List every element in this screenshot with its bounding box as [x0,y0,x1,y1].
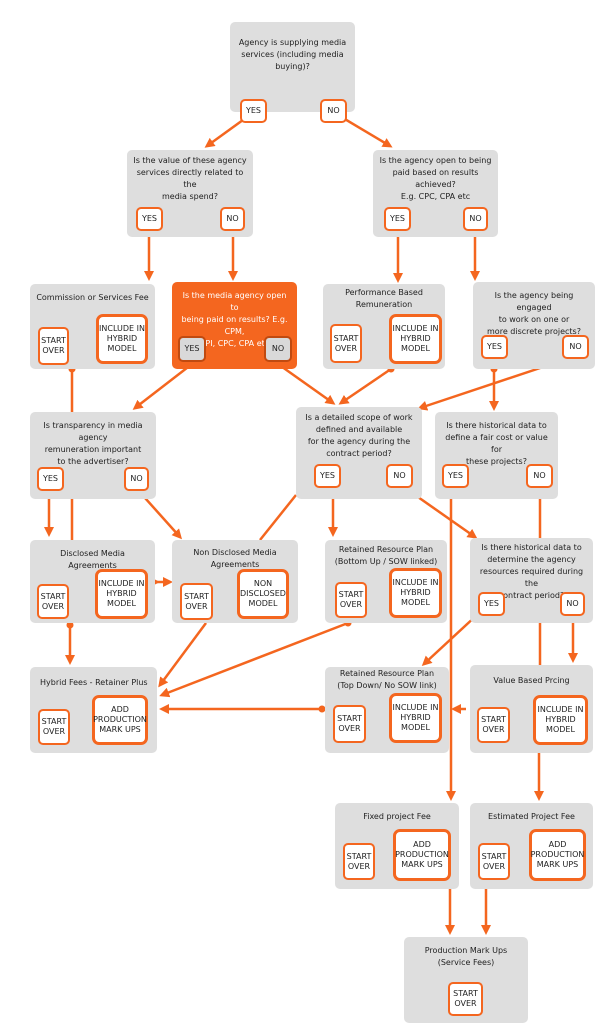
connector-arrow [338,367,392,405]
node-production-markups-title: Production Mark Ups (Service Fees) [424,946,508,967]
start-over-button[interactable]: START OVER [343,843,375,880]
node-hybrid-fees: Hybrid Fees - Retainer Plus START OVER A… [30,667,157,753]
node-supplying-title: Agency is supplying media services (incl… [238,38,347,71]
no-button[interactable]: NO [264,336,292,362]
add-production-markups-button[interactable]: ADD PRODUCTION MARK UPS [92,695,148,745]
yes-button[interactable]: YES [178,336,206,362]
node-performance: Performance Based Remuneration START OVE… [323,284,445,369]
connector-arrow [158,622,208,688]
node-estimated-project-title: Estimated Project Fee [488,812,575,821]
start-over-button[interactable]: START OVER [333,705,366,743]
node-transparency-title: Is transparency in media agency remunera… [43,421,143,466]
yes-button[interactable]: YES [240,99,267,123]
node-retained-top-down-title: Retained Resource Plan (Top Down/ No SOW… [337,669,437,690]
node-discrete-projects-title: Is the agency being engaged to work on o… [487,291,581,336]
node-historical-projects: Is there historical data to define a fai… [435,412,558,499]
no-button[interactable]: NO [124,467,149,491]
include-hybrid-button[interactable]: INCLUDE IN HYBRID MODEL [389,314,442,364]
node-hybrid-fees-title: Hybrid Fees - Retainer Plus [40,678,148,687]
no-button[interactable]: NO [526,464,553,488]
yes-button[interactable]: YES [136,207,163,231]
node-scope-title: Is a detailed scope of work defined and … [305,413,413,458]
node-disclosed-title: Disclosed Media Agreements [60,549,125,570]
no-button[interactable]: NO [386,464,413,488]
node-supplying: Agency is supplying media services (incl… [230,22,355,123]
node-paid-results-open-title: Is the agency open to being paid based o… [379,156,492,201]
connector-arrow [132,363,193,410]
yes-button[interactable]: YES [481,335,508,359]
add-production-markups-button[interactable]: ADD PRODUCTION MARK UPS [529,829,586,881]
node-fixed-project-title: Fixed project Fee [363,812,431,821]
node-historical-projects-title: Is there historical data to define a fai… [445,421,548,466]
node-paid-results-open: Is the agency open to being paid based o… [373,150,498,237]
no-button[interactable]: NO [220,207,245,231]
node-value-based-title: Value Based Prcing [493,676,570,685]
node-fixed-project: Fixed project Fee START OVER ADD PRODUCT… [335,803,459,889]
node-media-agency-results-title: Is the media agency open to being paid o… [181,291,288,348]
node-estimated-project: Estimated Project Fee START OVER ADD PRO… [470,803,593,889]
connector-dot [318,705,326,713]
node-non-disclosed: Non Disclosed Media Agreements START OVE… [172,540,298,623]
start-over-button[interactable]: START OVER [37,584,69,619]
start-over-button[interactable]: START OVER [448,982,483,1016]
node-commission-title: Commission or Services Fee [36,293,149,302]
node-commission: Commission or Services Fee START OVER IN… [30,284,155,369]
start-over-button[interactable]: START OVER [38,327,69,365]
node-value-related-title: Is the value of these agency services di… [133,156,247,201]
non-disclosed-model-button[interactable]: NON DISCLOSED MODEL [237,569,289,619]
start-over-button[interactable]: START OVER [477,707,510,743]
start-over-button[interactable]: START OVER [478,843,510,880]
include-hybrid-button[interactable]: INCLUDE IN HYBRID MODEL [389,568,442,618]
node-value-based: Value Based Prcing START OVER INCLUDE IN… [470,665,593,753]
connector-dot [66,621,74,629]
yes-button[interactable]: YES [442,464,469,488]
start-over-button[interactable]: START OVER [180,583,213,620]
connector-arrow [259,494,297,541]
node-scope: Is a detailed scope of work defined and … [296,407,422,499]
no-button[interactable]: NO [560,592,585,616]
include-hybrid-button[interactable]: INCLUDE IN HYBRID MODEL [96,314,148,364]
connector-arrow [277,362,336,405]
no-button[interactable]: NO [562,335,589,359]
yes-button[interactable]: YES [37,467,64,491]
node-retained-bottom-up: Retained Resource Plan (Bottom Up / SOW … [325,540,447,623]
start-over-button[interactable]: START OVER [330,324,362,363]
include-hybrid-button[interactable]: INCLUDE IN HYBRID MODEL [95,569,148,619]
node-transparency: Is transparency in media agency remunera… [30,412,156,499]
node-production-markups: Production Mark Ups (Service Fees) START… [404,937,528,1023]
no-button[interactable]: NO [320,99,347,123]
node-media-agency-results: Is the media agency open to being paid o… [172,282,297,369]
node-performance-title: Performance Based Remuneration [345,288,423,309]
node-discrete-projects: Is the agency being engaged to work on o… [473,282,595,369]
start-over-button[interactable]: START OVER [335,582,367,618]
node-retained-top-down: Retained Resource Plan (Top Down/ No SOW… [325,667,449,753]
include-hybrid-button[interactable]: INCLUDE IN HYBRID MODEL [533,695,588,745]
node-retained-bottom-up-title: Retained Resource Plan (Bottom Up / SOW … [334,545,438,566]
connector-arrow [159,621,349,698]
node-disclosed: Disclosed Media Agreements START OVER IN… [30,540,155,623]
node-historical-resources: Is there historical data to determine th… [470,538,593,623]
include-hybrid-button[interactable]: INCLUDE IN HYBRID MODEL [389,693,442,743]
yes-button[interactable]: YES [314,464,341,488]
node-non-disclosed-title: Non Disclosed Media Agreements [193,548,277,569]
yes-button[interactable]: YES [384,207,411,231]
add-production-markups-button[interactable]: ADD PRODUCTION MARK UPS [393,829,451,881]
no-button[interactable]: NO [463,207,488,231]
start-over-button[interactable]: START OVER [38,709,70,745]
node-historical-resources-title: Is there historical data to determine th… [479,543,584,600]
yes-button[interactable]: YES [478,592,505,616]
node-value-related: Is the value of these agency services di… [127,150,253,237]
